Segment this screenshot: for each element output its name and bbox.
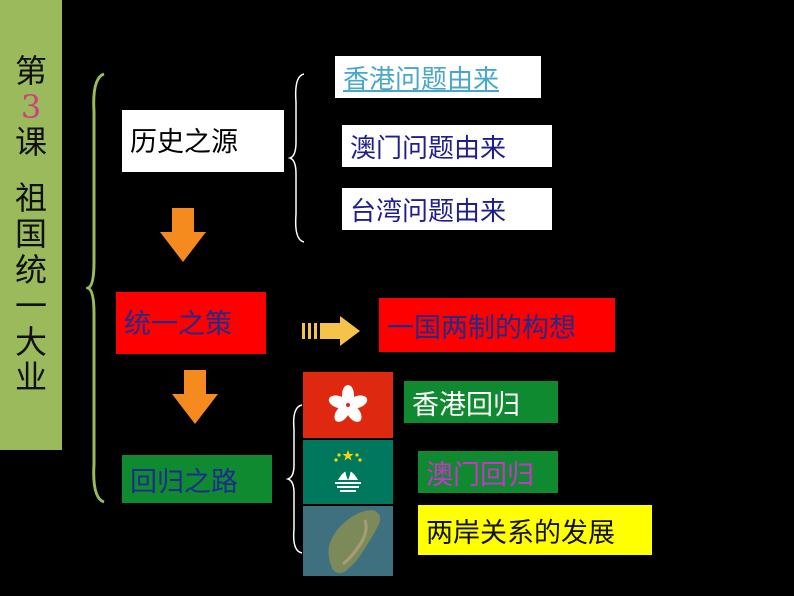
- lesson-suffix: 课: [14, 123, 47, 162]
- down-arrow-icon: [160, 208, 206, 262]
- cross-strait-node: 两岸关系的发展: [418, 505, 652, 555]
- macau-origin-label: 澳门问题由来: [350, 133, 507, 164]
- lesson-num: 3: [20, 87, 42, 126]
- lesson-number: 第 3 课: [14, 51, 47, 162]
- history-node: 历史之源: [122, 110, 284, 172]
- lesson-topic-char: 统: [14, 250, 47, 289]
- macau-origin-node: 澳门问题由来: [342, 125, 552, 167]
- lesson-topic-char: 大: [14, 322, 47, 361]
- history-label: 历史之源: [130, 127, 238, 158]
- lesson-topic-char: 国: [14, 215, 47, 254]
- lesson-title-panel: 第 3 课 祖 国 统 一 大 业: [0, 0, 62, 450]
- hk-origin-link[interactable]: 香港问题由来: [335, 56, 541, 98]
- macau-return-node: 澳门回归: [418, 451, 558, 493]
- down-arrow-icon: [172, 370, 218, 424]
- hk-return-label: 香港回归: [412, 389, 520, 421]
- policy-node: 统一之策: [116, 292, 266, 354]
- hk-origin-label[interactable]: 香港问题由来: [343, 64, 500, 95]
- road-node: 回归之路: [122, 455, 272, 503]
- macau-flag-icon: [303, 440, 393, 504]
- one-country-two-systems-node: 一国两制的构想: [379, 298, 615, 352]
- lesson-prefix: 第: [14, 51, 47, 90]
- hk-return-node: 香港回归: [404, 381, 558, 423]
- taiwan-origin-node: 台湾问题由来: [342, 188, 552, 230]
- right-arrow-icon: [302, 316, 360, 346]
- lesson-topic-char: 业: [14, 358, 47, 397]
- lesson-topic-char: 一: [14, 286, 47, 325]
- road-brace: [286, 404, 303, 554]
- one-country-label: 一国两制的构想: [387, 312, 576, 344]
- macau-return-label: 澳门回归: [426, 459, 534, 491]
- main-brace: [86, 72, 105, 504]
- hong-kong-flag-icon: [303, 372, 393, 438]
- history-brace: [288, 73, 305, 243]
- lesson-topic-char: 祖: [14, 179, 47, 218]
- taiwan-origin-label: 台湾问题由来: [350, 196, 507, 227]
- road-label: 回归之路: [130, 466, 238, 498]
- cross-strait-label: 两岸关系的发展: [426, 517, 615, 549]
- taiwan-map-icon: [303, 506, 393, 576]
- policy-label: 统一之策: [124, 309, 232, 340]
